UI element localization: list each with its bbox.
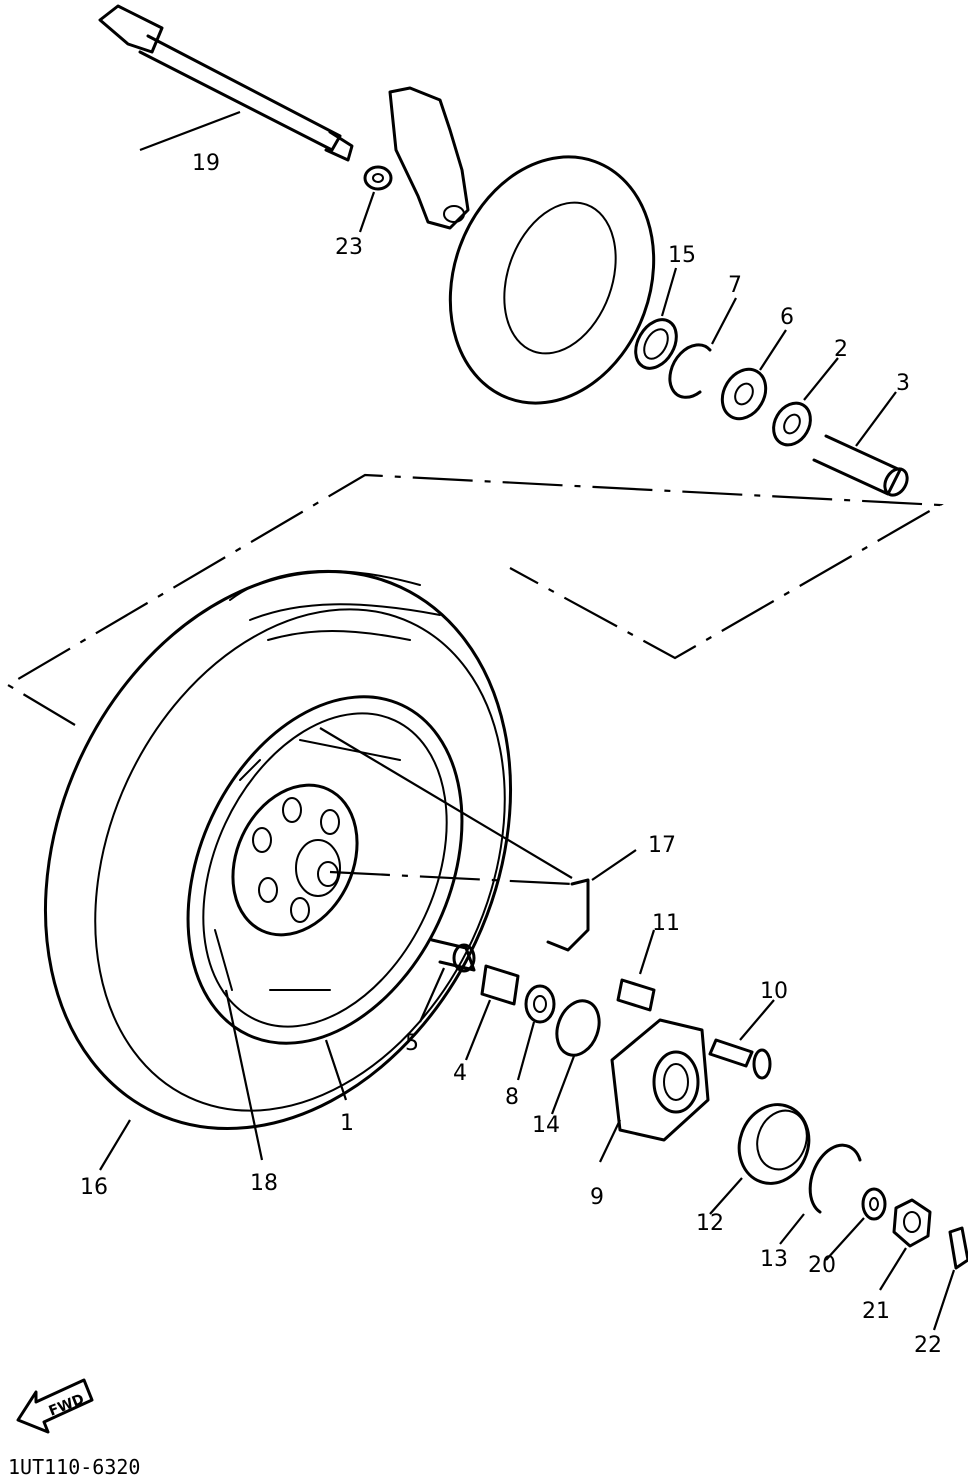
callout-23: 23: [335, 235, 363, 260]
callout-20: 20: [808, 1253, 836, 1278]
callout-5: 5: [405, 1031, 419, 1056]
tire-16: [43, 569, 513, 1131]
spacer-4: [480, 964, 520, 1006]
callout-13: 13: [760, 1247, 788, 1272]
callout-17: 17: [648, 833, 676, 858]
cotter-pin-22: [948, 1226, 968, 1270]
leader-lines: [99, 110, 956, 1331]
drawing-code: 1UT110-6320: [8, 1455, 140, 1479]
callout-14: 14: [532, 1113, 560, 1138]
collar-5: [430, 938, 476, 973]
callout-8: 8: [505, 1085, 519, 1110]
callout-6: 6: [780, 305, 794, 330]
assembly-outline-upper: [5, 473, 944, 726]
callout-15: 15: [668, 243, 696, 268]
callout-12: 12: [696, 1211, 724, 1236]
o-ring-14: [555, 999, 601, 1057]
valve-leader-axis: [319, 727, 573, 879]
brake-disc: [448, 155, 656, 405]
washer-23: [363, 165, 393, 191]
callout-4: 4: [453, 1061, 467, 1086]
circlip-13: [808, 1143, 862, 1214]
cast-wheel-1: [186, 695, 464, 1045]
forward-direction-arrow: FWD: [16, 1378, 94, 1434]
collar-11: [616, 978, 656, 1012]
bearing-6: [720, 367, 768, 421]
callout-22: 22: [914, 1333, 942, 1358]
valve-17: [546, 878, 590, 952]
hub-clutch-9: [610, 1018, 710, 1142]
axle: [98, 4, 354, 162]
callout-10: 10: [760, 979, 788, 1004]
callout-2: 2: [834, 337, 848, 362]
bearing-2: [772, 401, 812, 447]
valve-axis-line: [329, 870, 573, 886]
bolt-10: [708, 1038, 772, 1080]
brake-arm: [388, 86, 470, 230]
nut-21: [892, 1198, 932, 1248]
circlip-7: [668, 343, 712, 399]
callout-1: 1: [340, 1111, 354, 1136]
spacer-3: [812, 434, 909, 497]
callout-18: 18: [250, 1171, 278, 1196]
callout-21: 21: [862, 1299, 890, 1324]
oil-seal-15: [634, 318, 678, 370]
callout-16: 16: [80, 1175, 108, 1200]
callout-7: 7: [728, 273, 742, 298]
callout-9: 9: [590, 1185, 604, 1210]
callout-labels: 19 23 15 7 6 2 3 17 11 10 5 4 8 14 9 12 …: [80, 151, 942, 1358]
washer-20: [861, 1187, 887, 1221]
bearing-8: [524, 984, 556, 1024]
callout-19: 19: [192, 151, 220, 176]
oil-seal-12: [737, 1103, 811, 1185]
callout-11: 11: [652, 911, 680, 936]
callout-3: 3: [896, 371, 910, 396]
